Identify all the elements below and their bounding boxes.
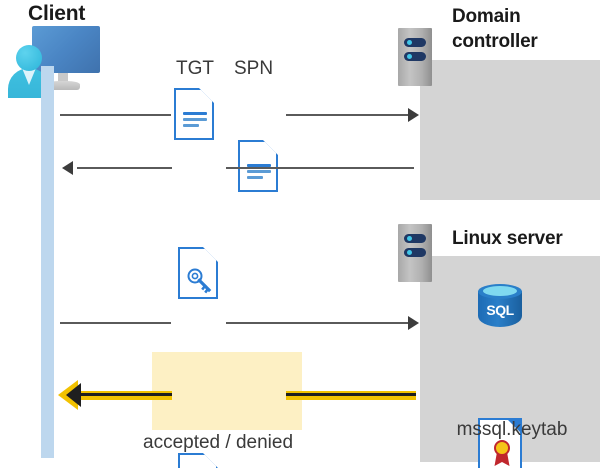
monitor-base-icon bbox=[46, 81, 80, 90]
arrow-right-icon bbox=[408, 108, 419, 122]
rack-bay-icon bbox=[404, 234, 426, 243]
response-line-right bbox=[286, 391, 416, 400]
flow-line-session-key-left bbox=[77, 167, 172, 169]
client-lifeline bbox=[41, 66, 54, 458]
person-collar-icon bbox=[22, 68, 36, 85]
monitor-neck-icon bbox=[58, 73, 68, 83]
domain-controller-title-line1: Domain bbox=[452, 6, 521, 27]
key-icon bbox=[187, 268, 212, 294]
domain-controller-panel bbox=[420, 60, 600, 200]
flow-line-tgt-spn-right bbox=[286, 114, 408, 116]
client-title: Client bbox=[28, 2, 86, 25]
flow-line-service-ticket-left bbox=[60, 322, 171, 324]
domain-controller-title-line2: controller bbox=[452, 31, 538, 52]
person-head-icon bbox=[16, 45, 42, 71]
spn-document-icon bbox=[238, 140, 278, 192]
tgt-document-icon bbox=[174, 88, 214, 140]
arrow-left-icon bbox=[62, 161, 73, 175]
flow-line-tgt-spn-left bbox=[60, 114, 171, 116]
spn-label: SPN bbox=[234, 58, 274, 79]
session-key-document-icon bbox=[178, 247, 218, 299]
service-ticket-document-icon bbox=[178, 453, 218, 468]
accepted-denied-label: accepted / denied bbox=[143, 432, 294, 453]
database-top-inner-icon bbox=[483, 286, 517, 296]
document-lines-icon bbox=[247, 164, 271, 182]
client-computer-user-icon bbox=[8, 26, 104, 98]
flow-line-session-key-right bbox=[226, 167, 414, 169]
server-rack-icon bbox=[398, 224, 432, 282]
certificate-document-icon bbox=[478, 418, 522, 468]
accepted-denied-highlight bbox=[152, 352, 302, 430]
rack-bay-icon bbox=[404, 248, 426, 257]
sql-label: SQL bbox=[486, 302, 514, 318]
linux-server-title: Linux server bbox=[452, 228, 563, 249]
document-lines-icon bbox=[183, 112, 207, 130]
arrow-left-gold-inner-icon bbox=[66, 383, 81, 407]
server-rack-icon bbox=[398, 28, 432, 86]
rack-bay-icon bbox=[404, 38, 426, 47]
certificate-seal-icon bbox=[494, 440, 510, 466]
response-line-left bbox=[74, 391, 172, 400]
domain-controller-title: Domain controller bbox=[452, 4, 592, 54]
sql-database-icon: SQL bbox=[476, 282, 524, 332]
rack-bay-icon bbox=[404, 52, 426, 61]
monitor-screen-icon bbox=[32, 26, 100, 73]
tgt-label: TGT bbox=[176, 58, 214, 79]
keytab-filename-label: mssql.keytab bbox=[456, 419, 568, 440]
flow-line-service-ticket-right bbox=[226, 322, 408, 324]
arrow-right-icon bbox=[408, 316, 419, 330]
